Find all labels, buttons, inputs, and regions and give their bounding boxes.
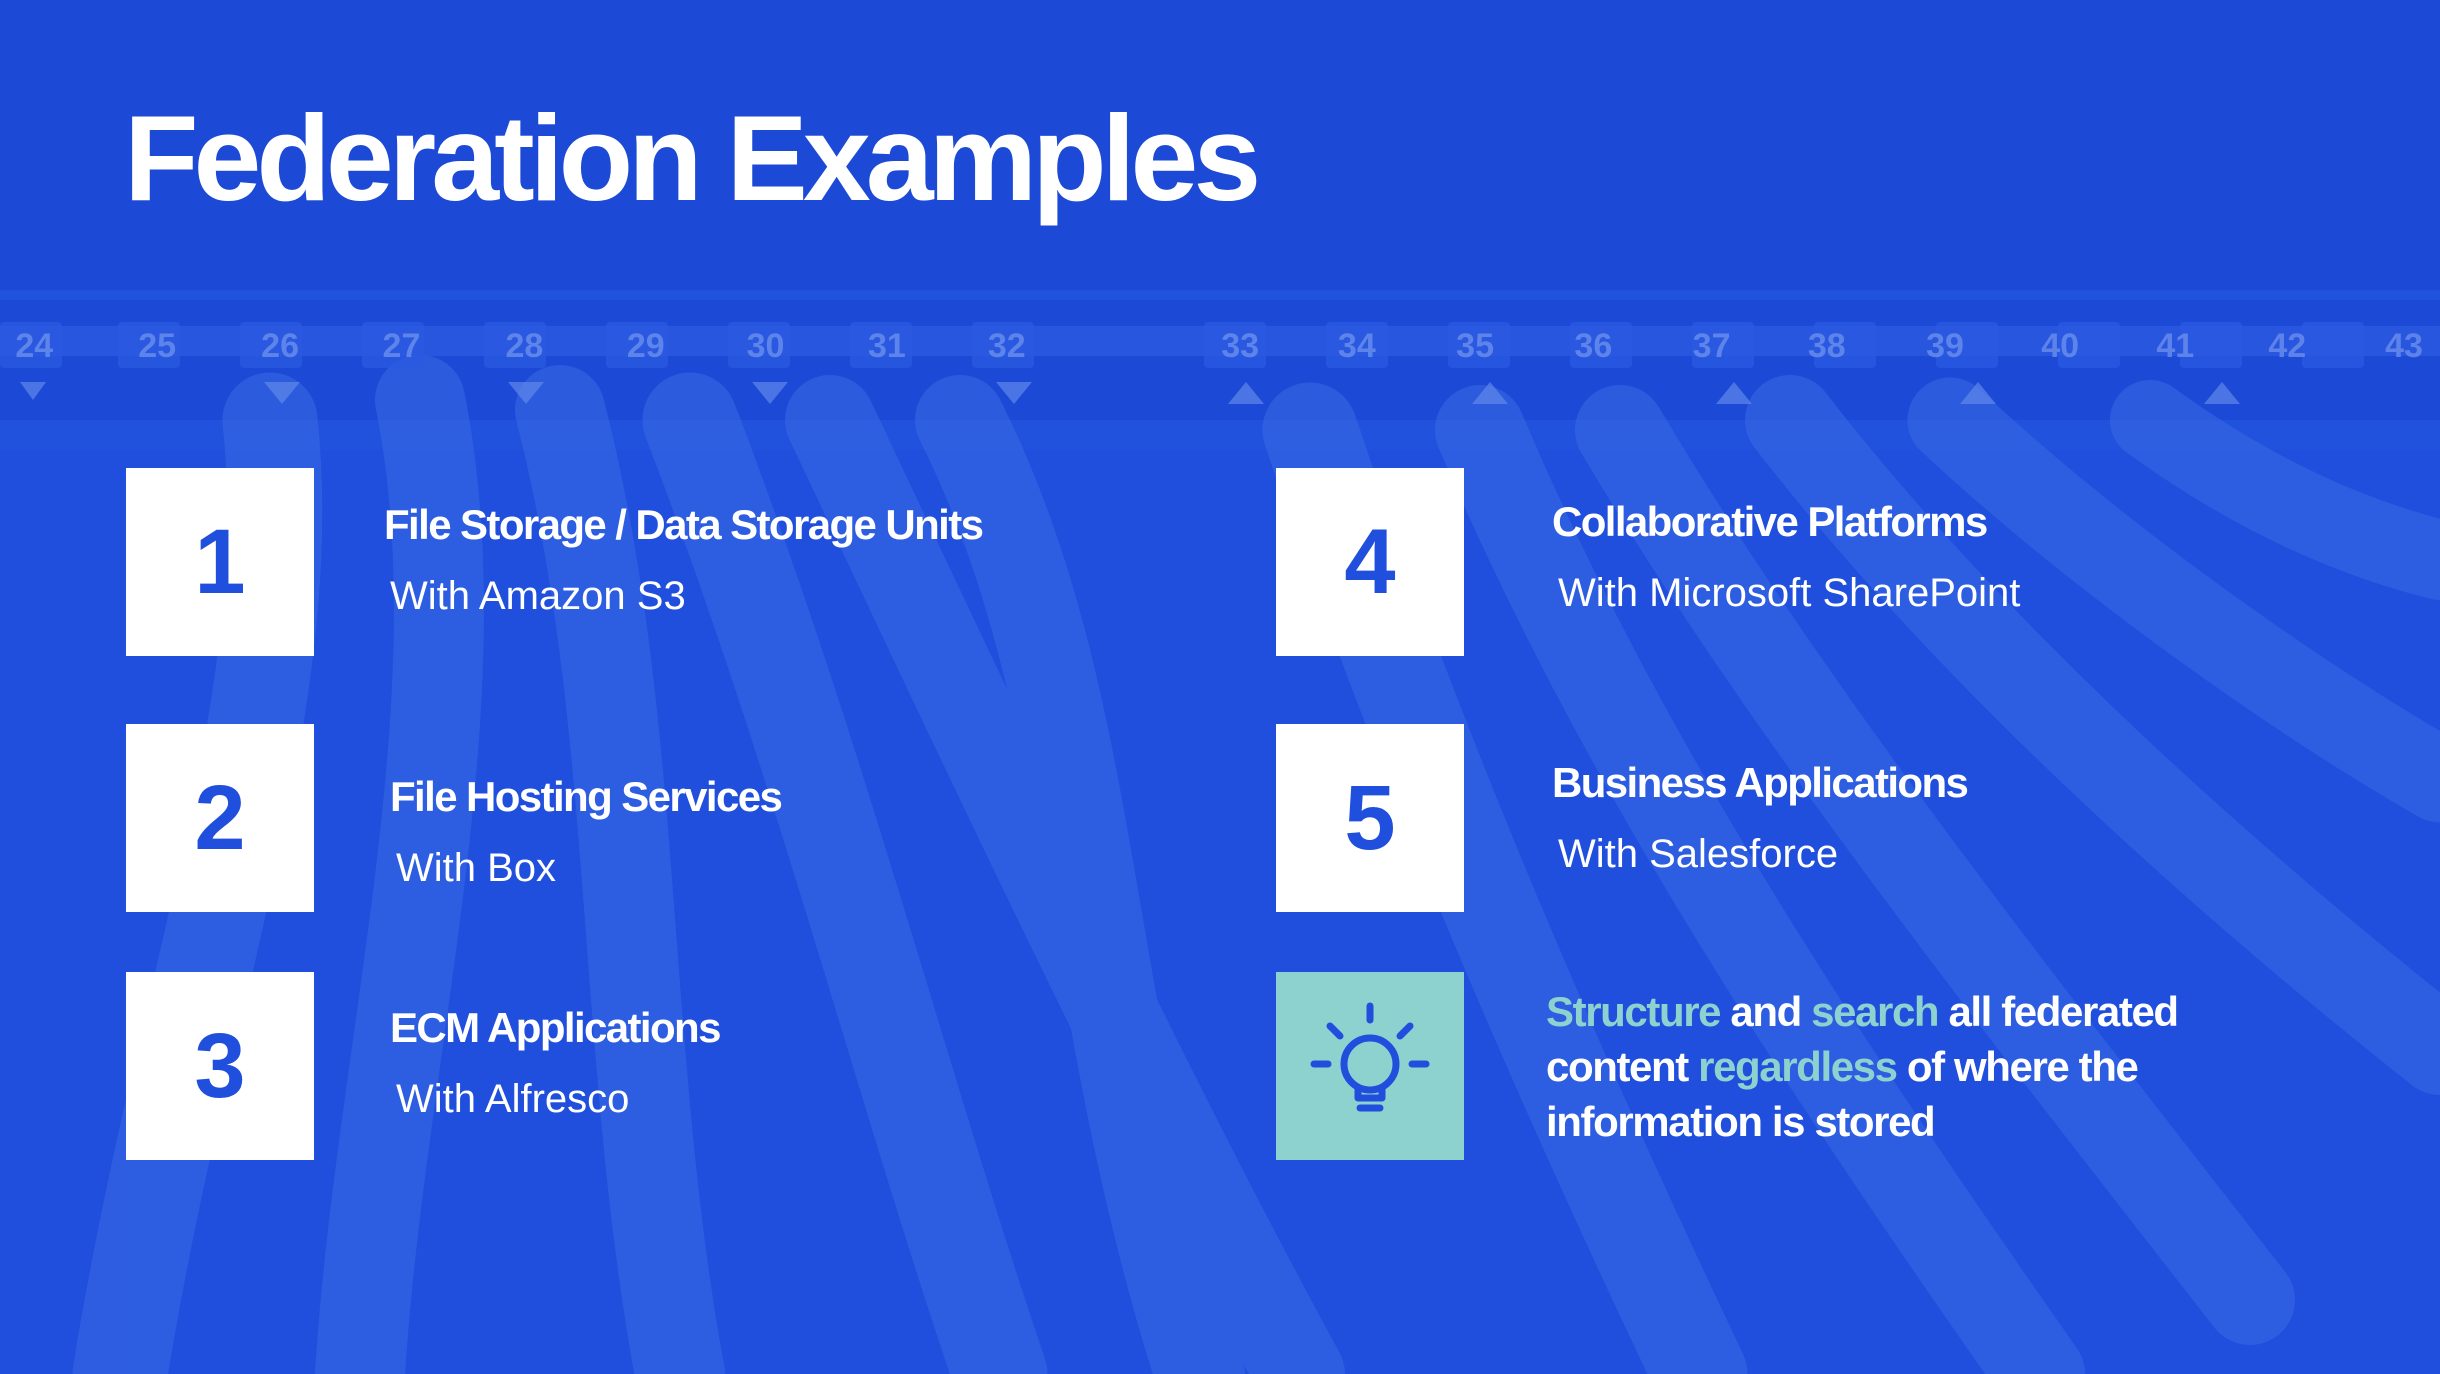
number-label: 2 (194, 767, 246, 869)
port-number-label: 33 (1221, 327, 1259, 365)
port-number-label: 41 (2156, 327, 2194, 365)
port-number-label: 40 (2041, 327, 2079, 365)
item-title-ecm-applications: ECM Applications (390, 1004, 721, 1051)
port-number-label: 31 (868, 327, 906, 365)
number-label: 4 (1344, 511, 1396, 613)
item-subtitle-sharepoint: With Microsoft SharePoint (1558, 571, 2021, 615)
lightbulb-badge (1276, 972, 1464, 1160)
callout-text-part: all federated content (1546, 988, 2179, 1090)
item-title-business-applications: Business Applications (1552, 759, 1969, 806)
port-number-label: 37 (1693, 327, 1731, 365)
callout-text-part: and (1720, 988, 1812, 1035)
item-title-collaborative-platforms: Collaborative Platforms (1552, 498, 1988, 545)
callout-highlight-search: search (1811, 988, 1939, 1035)
port-number-label: 38 (1808, 327, 1846, 365)
number-label: 1 (194, 511, 246, 613)
item-subtitle-salesforce: With Salesforce (1558, 832, 1839, 876)
port-number-label: 26 (261, 327, 299, 365)
callout-text: Structure and search all federated conte… (1546, 984, 2306, 1149)
callout-highlight-structure: Structure (1546, 988, 1722, 1035)
item-title-file-hosting: File Hosting Services (390, 773, 783, 820)
callout-text-part: of where the information is stored (1546, 1043, 2139, 1145)
number-label: 3 (194, 1015, 246, 1117)
lightbulb-icon (1310, 1002, 1430, 1112)
number-badge-2: 2 (126, 724, 314, 912)
port-number-label: 25 (138, 327, 176, 365)
port-number-label: 32 (988, 327, 1026, 365)
item-subtitle-amazon-s3: With Amazon S3 (390, 574, 686, 618)
page-title: Federation Examples (124, 90, 1261, 226)
port-number-label: 34 (1338, 327, 1376, 365)
number-badge-4: 4 (1276, 468, 1464, 656)
port-number-label: 35 (1456, 327, 1494, 365)
port-number-label: 24 (15, 327, 53, 365)
item-title-file-storage: File Storage / Data Storage Units (384, 501, 984, 548)
port-number-label: 36 (1574, 327, 1612, 365)
item-subtitle-alfresco: With Alfresco (396, 1077, 630, 1121)
port-number-label: 39 (1926, 327, 1964, 365)
number-label: 5 (1344, 767, 1396, 869)
port-number-label: 42 (2268, 327, 2306, 365)
port-number-label: 30 (747, 327, 785, 365)
port-number-label: 27 (383, 327, 421, 365)
number-badge-5: 5 (1276, 724, 1464, 912)
number-badge-3: 3 (126, 972, 314, 1160)
port-number-label: 43 (2385, 327, 2423, 365)
callout-highlight-regardless: regardless (1698, 1043, 1898, 1090)
port-number-label: 28 (505, 327, 543, 365)
port-number-label: 29 (627, 327, 665, 365)
number-badge-1: 1 (126, 468, 314, 656)
item-subtitle-box: With Box (396, 846, 557, 890)
